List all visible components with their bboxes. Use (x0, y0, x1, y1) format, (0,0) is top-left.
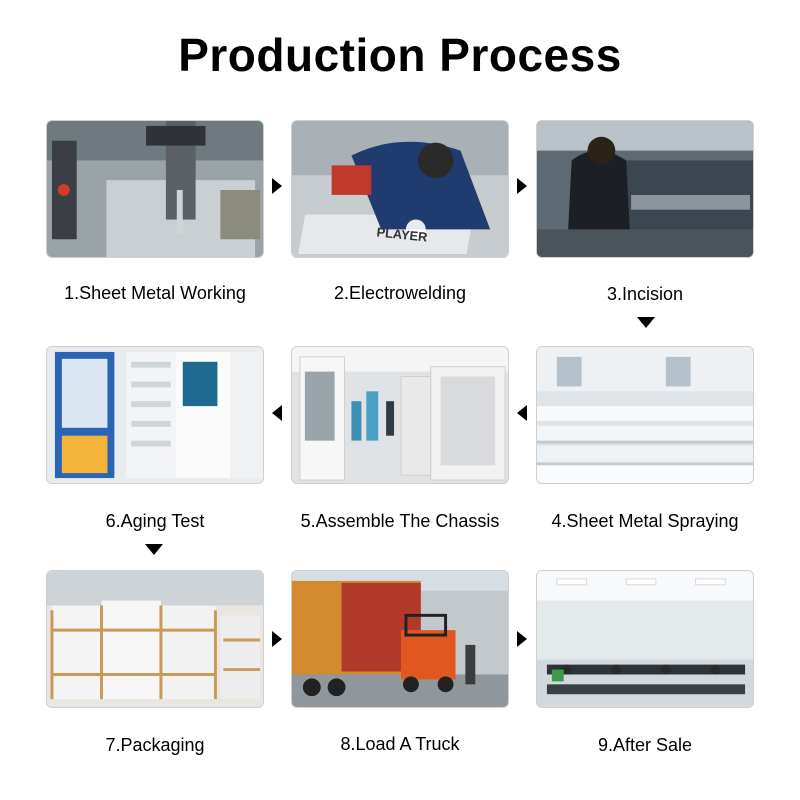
step-label: 1.Sheet Metal Working (64, 283, 246, 303)
packaging-photo (46, 570, 264, 708)
step-label: 5.Assemble The Chassis (300, 511, 500, 531)
load-truck-photo (291, 570, 509, 708)
arrow-left-icon (272, 405, 282, 421)
sheet-metal-spraying-photo (536, 346, 754, 484)
step-label: 8.Load A Truck (340, 734, 460, 754)
assemble-chassis-photo (291, 346, 509, 484)
aging-test-photo (46, 346, 264, 484)
welding-sign-text: PLAYER (376, 224, 428, 244)
step-label: 7.Packaging (105, 735, 205, 755)
step-label: 6.Aging Test (105, 511, 205, 531)
step-label: 3.Incision (606, 284, 684, 304)
after-sale-photo (536, 570, 754, 708)
sheet-metal-working-photo (46, 120, 264, 258)
arrow-right-icon (272, 178, 282, 194)
arrow-right-icon (517, 631, 527, 647)
arrow-down-icon (637, 317, 655, 328)
step-label: 4.Sheet Metal Spraying (551, 511, 739, 531)
arrow-down-icon (145, 544, 163, 555)
page-title: Production Process (178, 29, 622, 81)
electrowelding-photo: PLAYER (291, 120, 509, 258)
step-label: 9.After Sale (597, 735, 693, 755)
incision-photo (536, 120, 754, 258)
arrow-left-icon (517, 405, 527, 421)
arrow-right-icon (517, 178, 527, 194)
step-label: 2.Electrowelding (333, 283, 467, 303)
arrow-right-icon (272, 631, 282, 647)
